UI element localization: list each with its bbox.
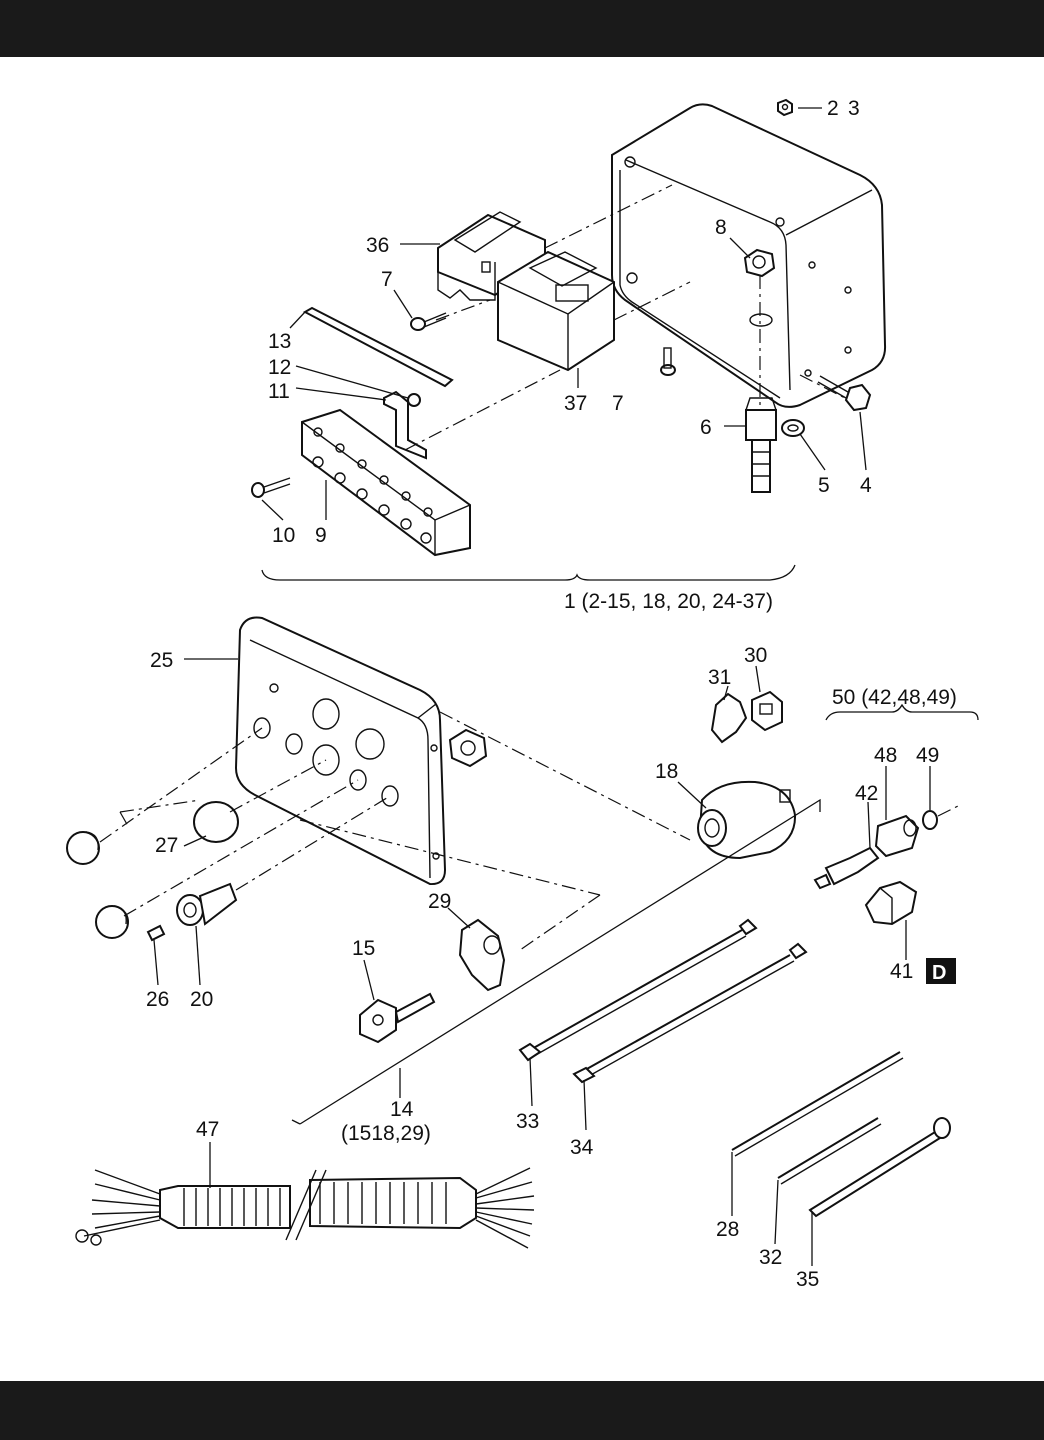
marker-strip xyxy=(302,306,454,388)
bolt-4 xyxy=(817,375,872,412)
round-cap-27 xyxy=(193,801,239,843)
grommet-nut xyxy=(743,248,776,410)
section-d-badge-label: D xyxy=(932,962,946,984)
assembly-1-label: 1 (2-15, 18, 20, 24-37) xyxy=(564,590,773,613)
assembly-50-label: 50 (42,48,49) xyxy=(832,686,957,709)
pilot-lamp-holder xyxy=(176,882,238,926)
callout-8: 8 xyxy=(715,216,727,239)
screw-10 xyxy=(251,477,291,498)
cable-28 xyxy=(731,1051,904,1157)
washer-5 xyxy=(781,419,805,437)
bottom-bar xyxy=(0,1381,1044,1440)
callout-29: 29 xyxy=(428,890,451,913)
callout-7b: 7 xyxy=(612,392,624,415)
warning-lamp-holder xyxy=(710,692,748,744)
switch-nut xyxy=(448,728,488,768)
pressure-switch-41 xyxy=(864,880,918,926)
round-cap-left xyxy=(66,831,100,865)
bracket-nut xyxy=(407,393,421,407)
instrument-panel xyxy=(234,616,447,886)
key-switch xyxy=(697,780,797,860)
callout-28: 28 xyxy=(716,1218,739,1241)
sender-42 xyxy=(813,846,880,890)
mounting-bracket xyxy=(383,390,427,460)
callout-4: 4 xyxy=(860,474,872,497)
wire-33 xyxy=(518,918,758,1062)
callout-47: 47 xyxy=(196,1118,219,1141)
warning-lamp-socket xyxy=(751,690,783,732)
callout-35: 35 xyxy=(796,1268,819,1291)
callout-5: 5 xyxy=(818,474,830,497)
callout-3: 3 xyxy=(848,97,860,120)
callout-10: 10 xyxy=(272,524,295,547)
callout-31: 31 xyxy=(708,666,731,689)
callout-36: 36 xyxy=(366,234,389,257)
callout-37: 37 xyxy=(564,392,587,415)
wire-34 xyxy=(572,942,808,1084)
callout-9: 9 xyxy=(315,524,327,547)
callout-25: 25 xyxy=(150,649,173,672)
callout-14: 14 xyxy=(390,1098,414,1121)
cable-32 xyxy=(777,1117,882,1185)
screw-7b xyxy=(660,347,676,376)
bulb xyxy=(146,924,166,942)
round-cap-lower xyxy=(95,905,129,939)
callout-15: 15 xyxy=(352,937,375,960)
screw-7a xyxy=(410,312,447,331)
callout-11: 11 xyxy=(268,380,290,403)
cable-gland xyxy=(745,397,777,493)
relay-module xyxy=(497,250,615,372)
adapter-48 xyxy=(874,814,920,858)
callout-27: 27 xyxy=(155,834,178,857)
callout-12: 12 xyxy=(268,356,291,379)
callout-33: 33 xyxy=(516,1110,539,1133)
callout-18: 18 xyxy=(655,760,678,783)
section-d-badge: D xyxy=(926,958,956,984)
callout-6: 6 xyxy=(700,416,712,439)
top-bar xyxy=(0,0,1044,57)
assembly-14-label: (1518,29) xyxy=(341,1122,431,1145)
callout-20: 20 xyxy=(190,988,213,1011)
top-nut xyxy=(777,98,793,117)
cable-35 xyxy=(808,1117,951,1218)
callout-42: 42 xyxy=(855,782,878,805)
callout-49: 49 xyxy=(916,744,939,767)
ignition-key xyxy=(359,992,436,1044)
callout-34: 34 xyxy=(570,1136,594,1159)
callout-30: 30 xyxy=(744,644,767,667)
callout-2: 2 xyxy=(827,97,839,120)
washer-49 xyxy=(922,803,963,830)
callout-32: 32 xyxy=(759,1246,782,1269)
callout-7a: 7 xyxy=(381,268,393,291)
wiring-harness xyxy=(75,1167,535,1249)
callout-48: 48 xyxy=(874,744,897,767)
terminal-block xyxy=(301,408,471,557)
callout-41: 41 xyxy=(890,960,913,983)
callout-26: 26 xyxy=(146,988,169,1011)
switch-cover xyxy=(458,918,506,992)
callout-13: 13 xyxy=(268,330,291,353)
